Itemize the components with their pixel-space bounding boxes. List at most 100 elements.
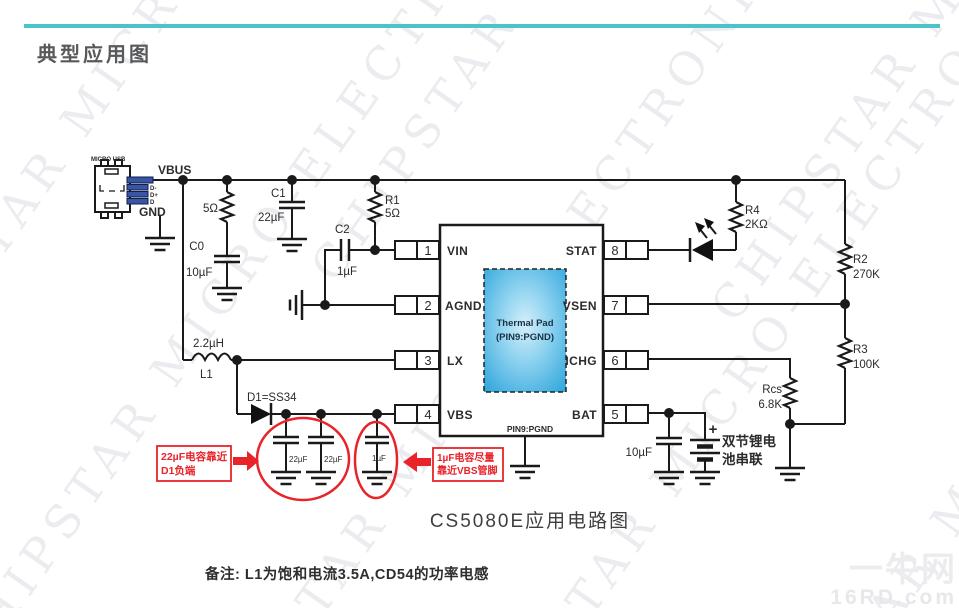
led-emission-arrow (695, 222, 705, 233)
pin-5-name: BAT (572, 408, 597, 422)
resistor-r3: R3 100K (837, 336, 880, 371)
usb-type-label: MICRO USB (91, 157, 126, 163)
pin-8-name: STAT (566, 244, 597, 258)
callout-1uf-arrow (403, 452, 431, 472)
cout2-value: 22µF (324, 455, 343, 464)
highlight-ellipse-22uf (255, 416, 351, 502)
r1-name: R1 (385, 195, 400, 207)
rcs-name: Rcs (762, 384, 782, 396)
battery-label-2: 池串联 (722, 451, 763, 467)
ic-pin-7: 7 VSEN (563, 295, 649, 315)
ic-pin-8: 8 STAT (566, 240, 649, 260)
c0-name: C0 (189, 241, 204, 253)
ic-pin-4: 4 VBS (394, 404, 473, 424)
ic-pin-3: 3 LX (394, 350, 463, 370)
c2-name: C2 (335, 224, 350, 236)
cbat-value: 10µF (626, 447, 652, 459)
battery-plus-sign: + (709, 421, 718, 438)
pin-5-number: 5 (611, 407, 618, 422)
r4-name: R4 (745, 205, 760, 217)
micro-usb-connector: MICRO USB VBUS GND D- D+ D (91, 157, 191, 219)
callout-22uf: 22µF电容靠近 D1负端 (156, 445, 259, 482)
circuit-caption: CS5080E应用电路图 (429, 511, 631, 532)
junction-dots (178, 175, 850, 429)
callout-1uf-line2: 靠近VBS管脚 (437, 464, 498, 477)
rcs-value: 6.8K (758, 399, 782, 411)
ic-bottom-label: PIN9:PGND (507, 424, 553, 434)
capacitor-c1: C1 22µF (258, 188, 307, 224)
r4-value: 2KΩ (745, 219, 768, 231)
ic-pin-2: 2 AGND (394, 295, 482, 315)
ground-symbol (773, 466, 807, 482)
usb-pin-dminus-label: D- (150, 186, 156, 192)
callout-1uf-line1: 1µF电容尽量 (437, 451, 494, 464)
pin-1-name: VIN (447, 244, 468, 258)
ic-pin-5: 5 BAT (572, 404, 649, 424)
resistor-rcs: Rcs 6.8K (758, 376, 798, 411)
resistor-r1: R1 5Ω (367, 190, 400, 224)
usb-pin-dplus-label: D+ (150, 193, 158, 199)
pin-1-number: 1 (424, 243, 431, 258)
logo-text: 一牛网 (849, 551, 957, 589)
ground-symbol (210, 286, 244, 302)
battery-label-1: 双节锂电 (722, 433, 776, 449)
ground-symbol (652, 470, 686, 486)
header-rule (24, 24, 940, 28)
r2-name: R2 (853, 254, 868, 266)
input-resistor-value: 5Ω (203, 203, 218, 215)
usb-pins (126, 176, 154, 205)
page-title: 典型应用图 (37, 44, 152, 66)
callout-22uf-arrow (233, 451, 259, 471)
d1-label: D1=SS34 (247, 392, 297, 404)
ground-symbol (688, 470, 722, 486)
pin-4-number: 4 (424, 407, 431, 422)
highlight-ellipse-1uf (353, 420, 399, 500)
logo-url: 16RD.com (830, 586, 957, 609)
usb-pin-d-label: D (150, 200, 155, 206)
pin-2-number: 2 (424, 298, 431, 313)
site-watermark-logo: 一牛网 16RD.com (830, 553, 957, 608)
ground-symbol (269, 470, 303, 486)
r2-value: 270K (853, 269, 880, 281)
c1-name: C1 (271, 188, 286, 200)
pin-4-name: VBS (447, 408, 473, 422)
inductor-l1: 2.2µH L1 (191, 338, 232, 381)
battery-dual-cell: + 双节锂电 池串联 (690, 421, 776, 467)
ic-pin-6: 6 ICHG (565, 350, 649, 370)
ground-symbol (143, 236, 177, 252)
pin-3-name: LX (447, 354, 463, 368)
capacitor-cbat: 10µF (626, 436, 684, 459)
l1-name: L1 (200, 369, 213, 381)
capacitor-c2: C2 1µF (335, 224, 357, 278)
l1-value: 2.2µH (193, 338, 224, 350)
ground-symbol-rotated (288, 288, 304, 322)
callout-1uf: 1µF电容尽量 靠近VBS管脚 (403, 447, 504, 482)
capacitor-cvbs (365, 435, 389, 445)
c0-value: 10µF (186, 267, 212, 279)
ic-pin-1: 1 VIN (394, 240, 468, 260)
thermal-pad (483, 268, 567, 393)
c1-value: 22µF (258, 212, 284, 224)
pin-7-name: VSEN (563, 299, 597, 313)
pin-3-number: 3 (424, 353, 431, 368)
resistor-r4: R4 2KΩ (728, 200, 768, 234)
capacitor-c0: C0 10µF (186, 241, 242, 279)
c2-value: 1µF (337, 266, 357, 278)
red-annotations: 22µF电容靠近 D1负端 1µF电容尽量 靠近VBS管脚 (156, 416, 504, 502)
led-indicator (688, 218, 717, 262)
note-text: 备注: L1为饱和电流3.5A,CD54的功率电感 (205, 567, 490, 583)
cout1-value: 22µF (289, 455, 308, 464)
ground-symbol (275, 237, 309, 253)
ground-symbol (360, 470, 394, 486)
ic-cs5080e: Thermal Pad (PIN9:PGND) PIN9:PGND 1 VIN … (394, 223, 649, 438)
r3-name: R3 (853, 344, 868, 356)
r1-value: 5Ω (385, 208, 400, 220)
output-capacitors: 22µF 22µF 1µF (271, 435, 389, 464)
pin-6-name: ICHG (565, 354, 597, 368)
usb-gnd-label: GND (139, 205, 166, 219)
pin-6-number: 6 (611, 353, 618, 368)
ground-symbol (508, 464, 542, 480)
diode-d1: D1=SS34 (247, 392, 297, 425)
pin-2-name: AGND (445, 299, 482, 313)
